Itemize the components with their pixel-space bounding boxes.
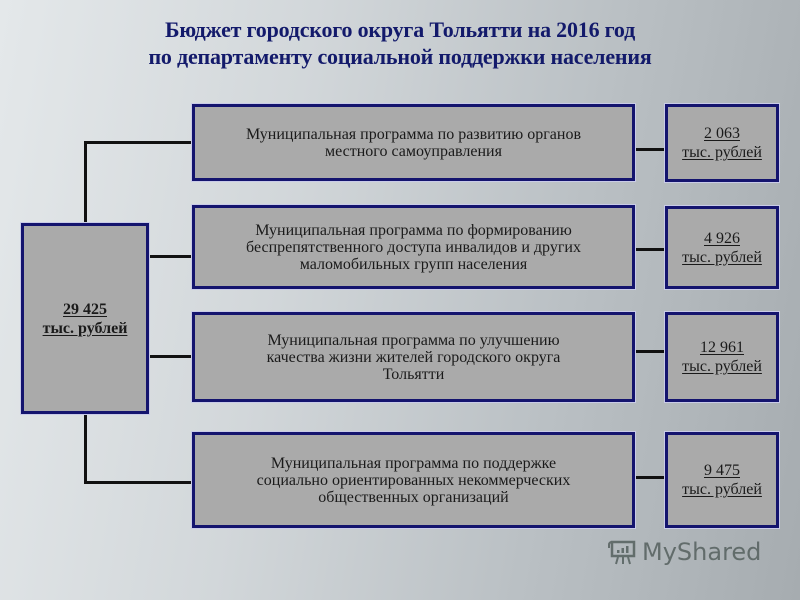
- program-text-line: Муниципальная программа по развитию орга…: [245, 125, 582, 143]
- amount-box-4: 9 475 тыс. рублей: [665, 432, 779, 528]
- amount-value: 12 961: [700, 339, 744, 356]
- program-text-line: беспрепятственного доступа инвалидов и д…: [246, 238, 581, 256]
- amount-value: 2 063: [704, 125, 740, 142]
- presentation-board-icon: [608, 540, 636, 565]
- program-box-quality-of-life: Муниципальная программа по улучшению кач…: [192, 312, 635, 402]
- amount-box-1: 2 063 тыс. рублей: [665, 104, 779, 182]
- program-text-line: Муниципальная программа по формированию: [255, 221, 572, 239]
- branch-connector-4: [84, 481, 192, 484]
- amount-connector-3: [634, 350, 665, 353]
- program-text-line: качества жизни жителей городского округа: [266, 348, 561, 366]
- program-text-line: общественных организаций: [318, 488, 509, 506]
- watermark: MyShared: [608, 537, 761, 567]
- page-title: Бюджет городского округа Тольятти на 201…: [0, 16, 800, 70]
- program-box-nonprofit-support: Муниципальная программа по поддержке соц…: [192, 432, 635, 528]
- amount-box-3: 12 961 тыс. рублей: [665, 312, 779, 402]
- program-text-line: местного самоуправления: [325, 142, 502, 160]
- program-box-accessibility: Муниципальная программа по формированию …: [192, 205, 635, 289]
- branch-connector-2: [149, 255, 192, 258]
- branch-connector-3: [149, 355, 192, 358]
- branch-connector-1: [84, 141, 192, 144]
- amount-value: 9 475: [704, 462, 740, 479]
- program-text-line: Муниципальная программа по поддержке: [270, 454, 557, 472]
- program-text-line: социально ориентированных некоммерческих: [256, 471, 571, 489]
- program-text-line: Муниципальная программа по улучшению: [267, 331, 560, 349]
- amount-box-2: 4 926 тыс. рублей: [665, 206, 779, 289]
- trunk-connector-lower: [84, 413, 87, 483]
- total-amount: 29 425: [63, 300, 107, 318]
- program-text-line: маломобильных групп населения: [299, 255, 528, 273]
- amount-value: 4 926: [704, 229, 740, 247]
- amount-unit: тыс. рублей: [682, 248, 762, 266]
- total-budget-box: 29 425 тыс. рублей: [21, 223, 149, 414]
- watermark-text: MyShared: [642, 538, 762, 566]
- program-text-line: Тольятти: [382, 365, 445, 383]
- total-unit: тыс. рублей: [42, 319, 128, 337]
- amount-connector-4: [634, 476, 665, 479]
- amount-connector-2: [634, 248, 665, 251]
- amount-unit: тыс. рублей: [682, 144, 762, 161]
- amount-unit: тыс. рублей: [682, 358, 762, 375]
- amount-unit: тыс. рублей: [682, 481, 762, 498]
- program-box-local-government: Муниципальная программа по развитию орга…: [192, 104, 635, 181]
- trunk-connector-upper: [84, 141, 87, 224]
- title-line-1: Бюджет городского округа Тольятти на 201…: [164, 17, 636, 42]
- amount-connector-1: [634, 148, 665, 151]
- title-line-2: по департаменту социальной поддержки нас…: [148, 44, 652, 69]
